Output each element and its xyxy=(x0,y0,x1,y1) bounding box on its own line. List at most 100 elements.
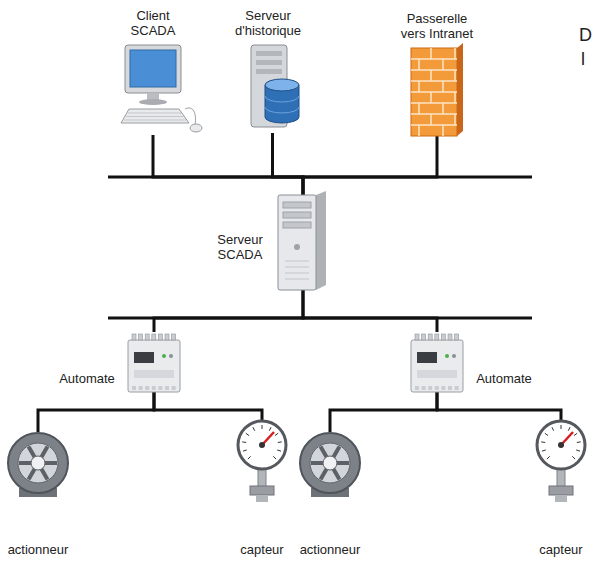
node-label: actionneur xyxy=(0,543,78,558)
gauge-tick xyxy=(253,427,255,431)
monitor-frame xyxy=(125,45,181,93)
plc-terminal xyxy=(165,334,169,340)
plc-terminal xyxy=(455,386,459,390)
computer-icon xyxy=(123,45,183,135)
gauge-tick xyxy=(545,433,548,435)
plc-module xyxy=(417,370,457,378)
gauge-tick xyxy=(572,456,575,459)
gauge-pivot xyxy=(259,442,265,448)
server-tower xyxy=(278,195,316,290)
network-link xyxy=(38,392,154,432)
gauge-tick xyxy=(269,427,271,431)
drive-bay xyxy=(283,222,311,228)
plc-body xyxy=(128,340,180,392)
node-label: Serveur SCADA xyxy=(210,233,270,263)
vent-slot xyxy=(285,267,309,268)
gauge-dial xyxy=(537,421,585,469)
gauge-pivot xyxy=(558,442,564,448)
node-label: Serveur d'historique xyxy=(223,9,313,39)
monitor-screen xyxy=(130,50,176,87)
sensor-gauge-icon xyxy=(536,420,586,502)
plc-terminal xyxy=(145,386,149,390)
plc-terminal xyxy=(415,386,419,390)
plc-terminal xyxy=(139,334,143,340)
plc-node: Automate xyxy=(128,332,180,392)
node-label: Automate xyxy=(52,372,122,387)
monitor-base xyxy=(139,99,167,105)
brick-joint xyxy=(418,125,420,136)
node-label: capteur xyxy=(521,543,593,558)
cut-off-text: D xyxy=(579,26,592,46)
network-link xyxy=(154,392,262,420)
brick-joint xyxy=(442,103,444,114)
gauge-thread xyxy=(256,495,268,502)
gauge-fitting xyxy=(250,486,274,495)
gauge-tick xyxy=(262,425,263,429)
drive-bay xyxy=(283,212,311,218)
motor-hub xyxy=(323,456,337,470)
gauge-dial xyxy=(238,421,286,469)
node-label: actionneur xyxy=(290,543,370,558)
plc-terminal xyxy=(441,386,445,390)
plc-terminal xyxy=(172,386,176,390)
mouse xyxy=(190,124,202,132)
database-top xyxy=(265,79,299,91)
gauge-tick xyxy=(547,456,550,459)
network-link xyxy=(437,392,561,420)
plc-terminal xyxy=(152,334,156,340)
drive-bay xyxy=(256,60,282,65)
brick-joint xyxy=(454,70,456,81)
plc-terminal xyxy=(448,334,452,340)
plc-terminal xyxy=(415,334,419,340)
plc-body xyxy=(411,340,463,392)
plc-terminal xyxy=(435,386,439,390)
brick-joint xyxy=(411,80,457,82)
keyboard xyxy=(121,109,189,123)
gauge-tick xyxy=(577,441,581,443)
plc-terminal xyxy=(158,334,162,340)
node-label: Passerelle vers Intranet xyxy=(394,12,480,42)
plc-terminal xyxy=(172,334,176,340)
vent-slot xyxy=(285,261,309,262)
database-bands xyxy=(265,96,299,113)
brick-joint xyxy=(454,48,456,59)
brick-joint xyxy=(418,59,420,70)
vent-slot xyxy=(285,273,309,274)
plc-node: Automate xyxy=(411,332,463,392)
node-label: capteur xyxy=(222,543,302,558)
database-server-icon xyxy=(245,45,300,133)
sensor-gauge-node: capteur xyxy=(536,420,586,502)
network-link xyxy=(154,290,303,332)
plc-display xyxy=(134,352,154,363)
gauge-tick xyxy=(275,433,278,435)
firewall-icon xyxy=(411,48,463,136)
plc-led xyxy=(452,354,456,358)
gauge-tick xyxy=(541,441,545,443)
plc-terminal xyxy=(428,334,432,340)
keyboard-keys xyxy=(128,113,181,114)
plc-led xyxy=(169,354,173,358)
plc-terminal xyxy=(455,334,459,340)
mouse-cable xyxy=(185,108,196,125)
gauge-tick xyxy=(243,450,247,451)
plc-led xyxy=(162,354,166,358)
network-link xyxy=(153,135,303,195)
network-link xyxy=(303,136,437,195)
plc-display xyxy=(417,352,437,363)
firewall-node: Passerelle vers Intranet xyxy=(411,48,463,136)
plc-module xyxy=(134,370,174,378)
actuator-icon xyxy=(7,432,69,498)
brick-joint xyxy=(411,124,457,126)
brick-joint xyxy=(442,81,444,92)
plc-terminal xyxy=(422,386,426,390)
plc-terminal xyxy=(435,334,439,340)
plc-terminal xyxy=(428,386,432,390)
gauge-tick xyxy=(246,433,249,435)
gauge-tick xyxy=(542,450,546,451)
motor-hub xyxy=(31,456,45,470)
firewall-wall xyxy=(411,48,457,136)
gauge-tick xyxy=(242,441,246,443)
gauge-tick xyxy=(561,425,562,429)
network-link xyxy=(273,133,304,195)
